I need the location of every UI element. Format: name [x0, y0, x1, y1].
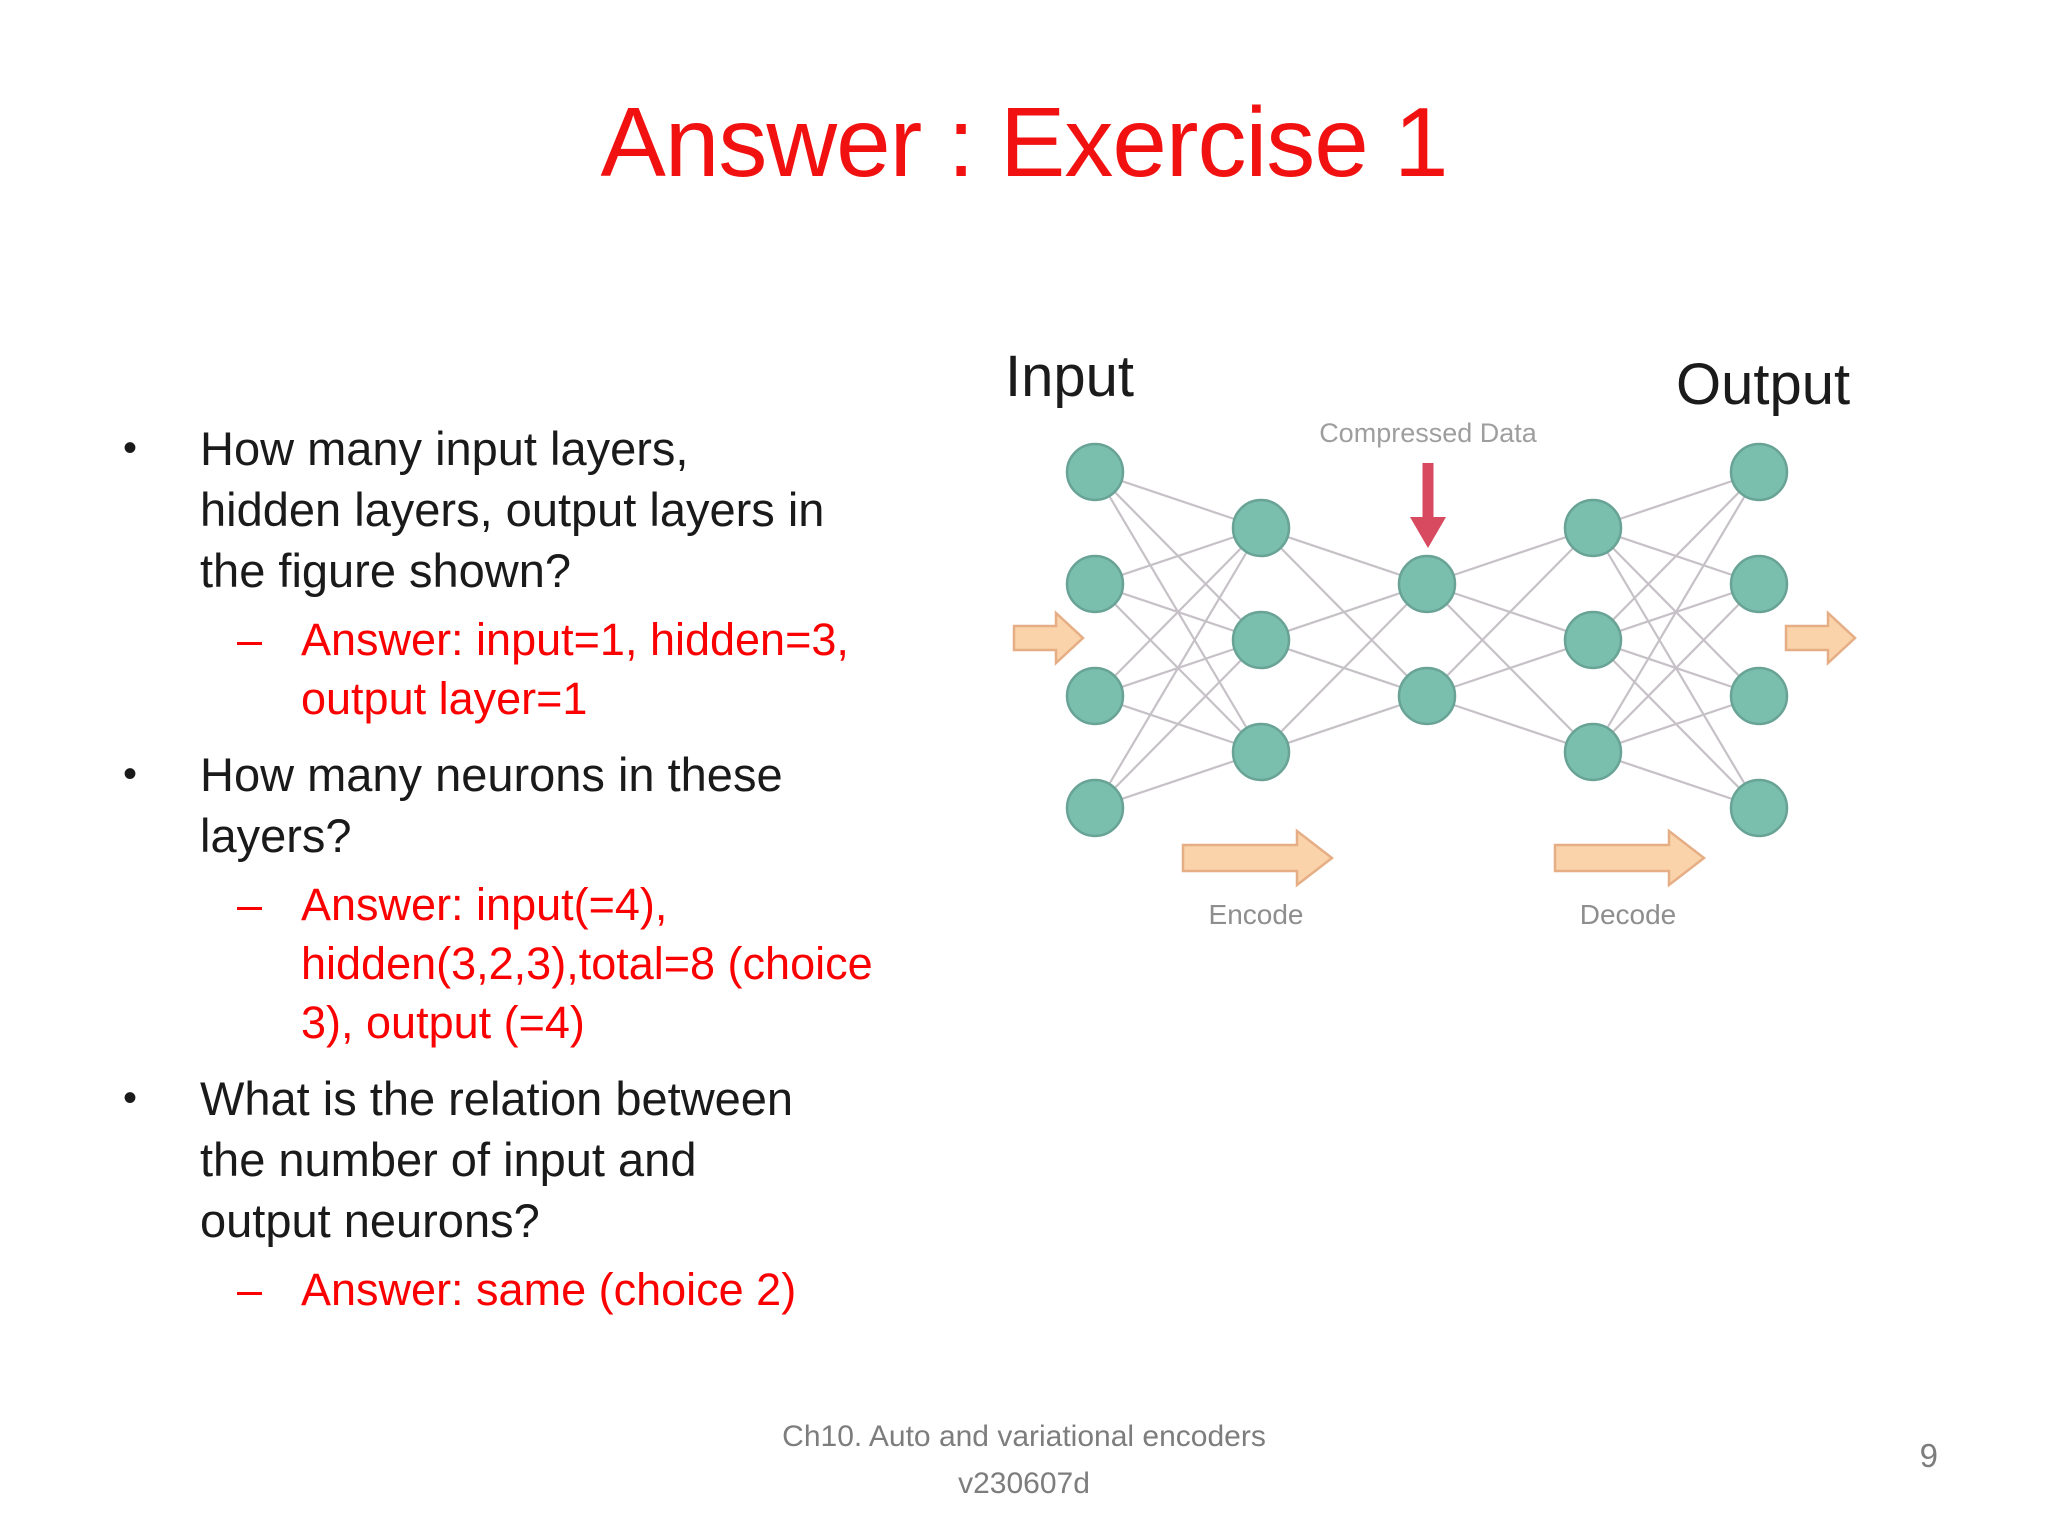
- dash-icon: –: [237, 879, 263, 930]
- answer-text: Answer: input(=4), hidden(3,2,3),total=8…: [301, 879, 873, 1048]
- page-number: 9: [1919, 1437, 1938, 1474]
- question-text: How many neurons in these layers?: [200, 748, 783, 862]
- input-neuron: [1065, 778, 1125, 838]
- input-neuron: [1065, 666, 1125, 726]
- question-text: How many input layers, hidden layers, ou…: [200, 422, 825, 597]
- output-neuron: [1729, 554, 1789, 614]
- answer-text: Answer: same (choice 2): [301, 1264, 797, 1315]
- bullet-list: • How many input layers, hidden layers, …: [105, 418, 1035, 1335]
- slide-title: Answer : Exercise 1: [600, 87, 1449, 197]
- output-neuron: [1729, 442, 1789, 502]
- edge-line: [1592, 583, 1760, 753]
- hidden-neuron: [1231, 722, 1291, 782]
- compressed-neuron: [1397, 554, 1457, 614]
- input-neuron: [1065, 442, 1125, 502]
- hidden-neuron: [1563, 722, 1623, 782]
- answer-text: Answer: input=1, hidden=3, output layer=…: [301, 614, 849, 724]
- edge-line: [1592, 471, 1760, 753]
- answer-row: – Answer: input(=4), hidden(3,2,3),total…: [237, 875, 1035, 1052]
- network-layers: [1065, 442, 1789, 838]
- autoencoder-diagram: Input Output Compressed Data Encode Deco…: [1005, 344, 1857, 930]
- dash-icon: –: [237, 1264, 263, 1315]
- input-neuron: [1065, 554, 1125, 614]
- answer-row: – Answer: same (choice 2): [237, 1260, 1035, 1319]
- compressed-neuron: [1397, 666, 1457, 726]
- hidden-neuron: [1563, 498, 1623, 558]
- bullet-dot-icon: •: [123, 752, 138, 796]
- decode-arrow-icon: [1553, 828, 1707, 888]
- encode-arrow-icon: [1181, 828, 1335, 888]
- edge-line: [1094, 527, 1262, 697]
- edge-line: [1426, 527, 1594, 697]
- compressed-data-arrow-icon: [1410, 463, 1446, 548]
- output-neuron: [1729, 778, 1789, 838]
- compressed-data-label: Compressed Data: [1319, 418, 1538, 448]
- hidden-neuron: [1563, 610, 1623, 670]
- question-text: What is the relation between the number …: [200, 1072, 794, 1247]
- bullet-block-3: • What is the relation between the numbe…: [105, 1068, 1035, 1319]
- bullet-block-2: • How many neurons in these layers? – An…: [105, 744, 1035, 1052]
- input-label: Input: [1005, 344, 1134, 409]
- question-row: • How many neurons in these layers?: [105, 744, 1035, 866]
- bullet-dot-icon: •: [123, 1076, 138, 1120]
- edge-line: [1094, 527, 1262, 809]
- edge-line: [1260, 583, 1428, 753]
- hidden-neuron: [1231, 498, 1291, 558]
- bullet-block-1: • How many input layers, hidden layers, …: [105, 418, 1035, 728]
- question-row: • How many input layers, hidden layers, …: [105, 418, 1035, 601]
- input-arrow-icon: [1012, 610, 1085, 666]
- output-label: Output: [1676, 352, 1850, 417]
- edge-line: [1592, 471, 1760, 641]
- output-neuron: [1729, 666, 1789, 726]
- hidden-neuron: [1231, 610, 1291, 670]
- answer-row: – Answer: input=1, hidden=3, output laye…: [237, 610, 1035, 728]
- footer-line1: Ch10. Auto and variational encoders: [782, 1420, 1266, 1453]
- output-arrow-icon: [1784, 610, 1857, 666]
- decode-label: Decode: [1580, 899, 1677, 930]
- bullet-dot-icon: •: [123, 426, 138, 470]
- footer: Ch10. Auto and variational encoders v230…: [0, 1413, 2048, 1507]
- question-row: • What is the relation between the numbe…: [105, 1068, 1035, 1251]
- edge-line: [1094, 639, 1262, 809]
- footer-line2: v230607d: [958, 1467, 1090, 1500]
- dash-icon: –: [237, 614, 263, 665]
- encode-label: Encode: [1209, 899, 1304, 930]
